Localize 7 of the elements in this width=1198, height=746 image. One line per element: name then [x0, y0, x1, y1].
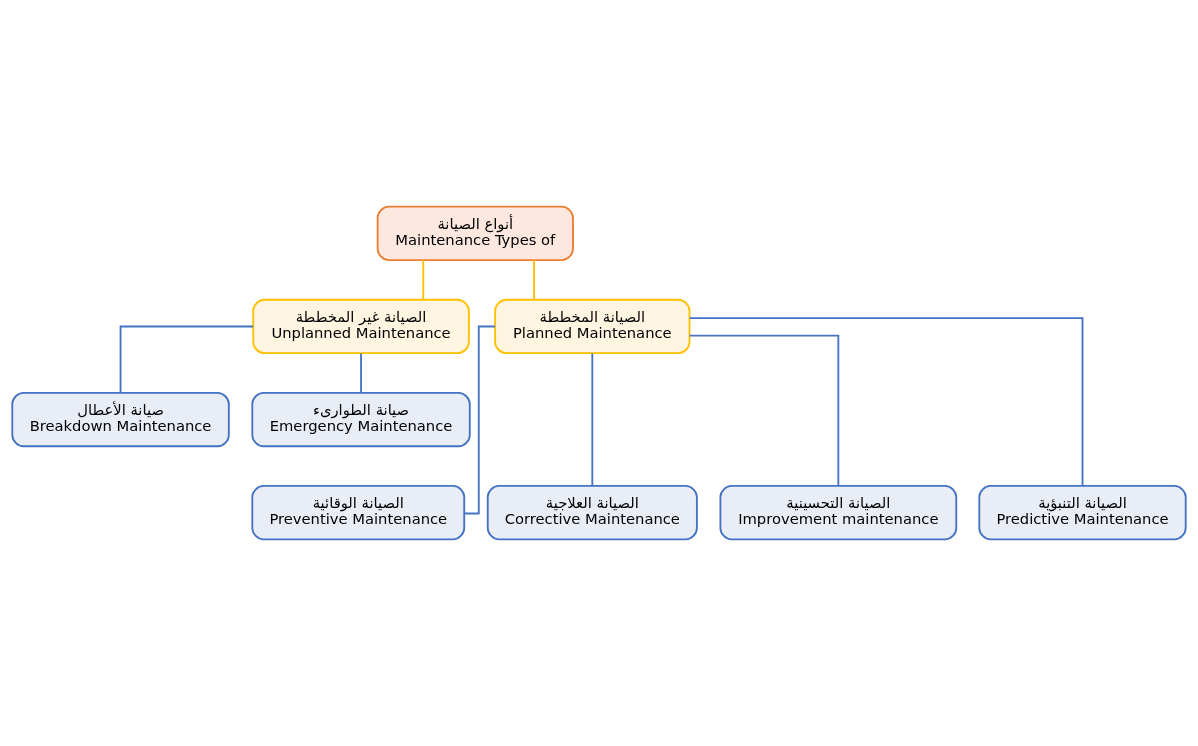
connector — [688, 317, 1084, 487]
connector — [533, 259, 535, 301]
connector — [422, 259, 425, 301]
connector — [119, 325, 255, 394]
connector — [591, 352, 594, 487]
connector — [688, 334, 840, 487]
connector — [360, 352, 362, 394]
